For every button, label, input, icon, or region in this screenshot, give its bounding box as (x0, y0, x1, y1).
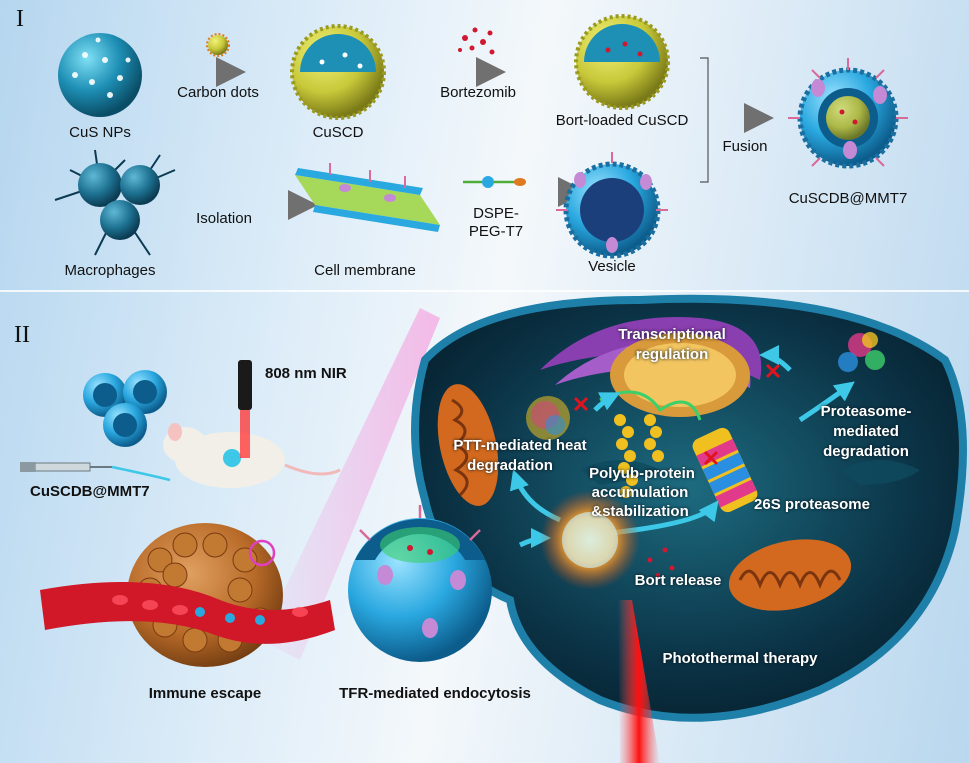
label-isolation: Isolation (196, 210, 252, 227)
macrophage-cells (54, 149, 176, 256)
label-bort-release: Bort release (634, 572, 722, 589)
heat-damaged-protein (526, 396, 570, 440)
nir-laser (238, 360, 252, 458)
label-808nm-nir: 808 nm NIR (265, 365, 347, 382)
laser-beam-cell (618, 600, 660, 763)
polyub-protein-chain (614, 414, 664, 498)
panel-divider (0, 290, 969, 292)
cuscdb-mmt7-particle (788, 58, 908, 169)
label-vesicle: Vesicle (588, 258, 636, 275)
endocytosis-nanoparticle (348, 505, 492, 662)
label-tfr-endocytosis: TFR-mediated endocytosis (339, 685, 531, 702)
cuscd-particle (290, 24, 386, 120)
label-accumulation: accumulation (591, 484, 689, 501)
label-26s-proteasome: 26S proteasome (754, 496, 870, 513)
carbon-dot-icon (206, 33, 230, 57)
vesicle (556, 152, 668, 259)
bort-loaded-cuscd (574, 14, 670, 110)
label-stabilization: &stabilization (591, 503, 689, 520)
panel-i-marker: I (16, 6, 24, 32)
blood-vessel (40, 582, 335, 644)
degraded-protein-cluster (838, 332, 885, 372)
injected-nanoparticles (83, 370, 167, 447)
released-bortezomib (647, 547, 675, 577)
label-cuscdb-mmt7: CuSCDB@MMT7 (788, 190, 908, 207)
mitochondrion-left (437, 384, 499, 506)
zoom-cone (260, 308, 440, 660)
mouse-model (163, 423, 341, 488)
label-injected-cuscdb-mmt7: CuSCDB@MMT7 (30, 483, 150, 500)
proteasome-26s (692, 427, 758, 513)
syringe-icon (20, 462, 171, 482)
label-regulation: regulation (635, 346, 709, 363)
label-transcriptional: Transcriptional (618, 326, 726, 343)
bortezomib-icon (458, 27, 495, 55)
fusion-bracket (700, 57, 709, 183)
label-proteasome: Proteasome- (820, 403, 912, 420)
zoom-circle (248, 539, 276, 567)
label-ptt-heat: PTT-mediated heat (453, 437, 587, 454)
cus-nanoparticle (58, 33, 142, 117)
panel-ii-marker: II (14, 322, 30, 348)
label-fusion: Fusion (722, 138, 768, 155)
label-cell-membrane: Cell membrane (314, 262, 416, 279)
label-bort-loaded-cuscd: Bort-loaded CuSCD (555, 112, 689, 129)
cell-membrane-sheet (295, 163, 440, 232)
label-polyub-protein: Polyub-protein (589, 465, 695, 482)
label-photothermal-therapy: Photothermal therapy (662, 650, 818, 667)
label-ptt-degradation: degradation (467, 457, 553, 474)
label-carbon-dots: Carbon dots (177, 84, 259, 101)
dspe-peg-t7-icon (463, 176, 526, 188)
label-cuscd: CuSCD (312, 124, 364, 141)
label-peg-t7: PEG-T7 (468, 223, 524, 240)
mitochondrion-right (728, 539, 852, 611)
protein-coil (599, 390, 702, 421)
burning-nanoparticle (540, 490, 640, 590)
label-dspe: DSPE- (473, 205, 519, 222)
label-degradation: degradation (823, 443, 909, 460)
label-cus-nps: CuS NPs (69, 124, 131, 141)
label-immune-escape: Immune escape (148, 685, 262, 702)
endoplasmic-reticulum (580, 460, 920, 485)
inhibition-x-icon (573, 363, 781, 466)
label-bortezomib: Bortezomib (440, 84, 516, 101)
label-macrophages: Macrophages (64, 262, 156, 279)
label-mediated: mediated (833, 423, 899, 440)
